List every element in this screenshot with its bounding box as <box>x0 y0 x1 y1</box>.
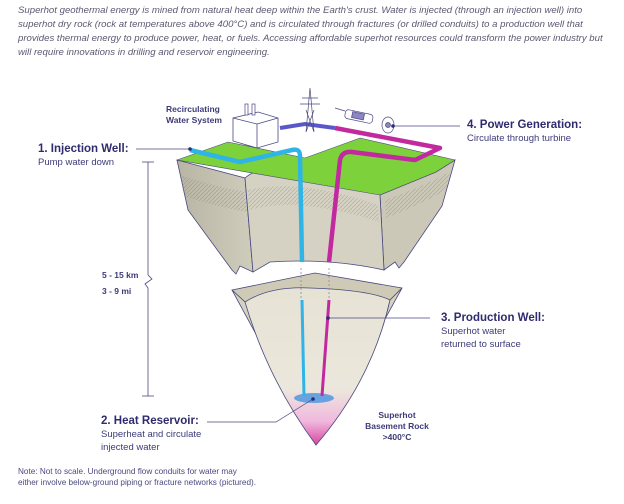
footnote-line1: Note: Not to scale. Underground flow con… <box>18 467 237 476</box>
strata-band <box>248 186 379 222</box>
depth-scale-bar <box>142 161 154 397</box>
heat-reservoir-leader-line <box>207 398 314 423</box>
power-tower-icon <box>300 87 320 133</box>
lower-rock-cone <box>231 272 403 446</box>
strata-band <box>180 175 247 212</box>
injection-pipe <box>189 147 305 263</box>
turbine-icon <box>334 107 395 134</box>
production-well-desc-2: returned to surface <box>441 339 521 350</box>
heat-reservoir-desc-2: injected water <box>101 442 160 453</box>
production-pipe <box>326 125 443 263</box>
scale-km: 5 - 15 km <box>102 270 139 280</box>
upper-rock-block <box>175 137 456 275</box>
upper-left-face <box>176 159 254 275</box>
basement-rock-line1: Superhot <box>378 410 416 420</box>
injection-well-desc: Pump water down <box>38 157 115 168</box>
injection-well-label: 1. Injection Well: Pump water down <box>38 142 129 169</box>
basement-rock-line3: >400°C <box>382 432 412 442</box>
power-leader-dot <box>391 124 395 128</box>
footnote: Note: Not to scale. Underground flow con… <box>18 466 256 488</box>
cone-inner-face <box>244 287 391 446</box>
scale-mi: 3 - 9 mi <box>102 286 132 296</box>
heat-reservoir-desc-1: Superheat and circulate <box>101 429 202 440</box>
production-pipe-lower <box>320 299 331 397</box>
injection-pipe-lower <box>300 299 306 397</box>
power-generation-desc: Circulate through turbine <box>467 133 572 144</box>
connector-pipe <box>279 121 336 130</box>
strata-band <box>385 172 450 218</box>
production-leader-dot <box>326 316 330 320</box>
injection-leader-dot <box>188 147 192 151</box>
basement-rock-label: Superhot Basement Rock >400°C <box>362 410 432 443</box>
basement-rock-line2: Basement Rock <box>365 421 429 431</box>
production-well-desc-1: Superhot water <box>441 326 506 337</box>
production-well-label: 3. Production Well: Superhot water retur… <box>441 311 545 351</box>
recirculating-line2: Water System <box>166 115 222 125</box>
power-generation-label: 4. Power Generation: Circulate through t… <box>467 118 582 145</box>
power-generation-title: 4. Power Generation: <box>467 119 583 131</box>
recirculating-label: Recirculating Water System <box>166 104 222 126</box>
scale-label: 5 - 15 km 3 - 9 mi <box>102 267 138 299</box>
water-system-box <box>232 103 279 149</box>
heat-reservoir-label: 2. Heat Reservoir: Superheat and circula… <box>101 414 201 454</box>
footnote-line2: either involve below-ground piping or fr… <box>18 478 257 487</box>
heat-reservoir-title: 2. Heat Reservoir: <box>101 415 199 427</box>
recirculating-line1: Recirculating <box>166 104 220 114</box>
ground-surface <box>175 137 456 196</box>
injection-well-title: 1. Injection Well: <box>38 143 129 155</box>
production-well-title: 3. Production Well: <box>441 312 545 324</box>
intro-paragraph: Superhot geothermal energy is mined from… <box>18 5 603 58</box>
heat-reservoir-leader-dot <box>311 397 315 401</box>
